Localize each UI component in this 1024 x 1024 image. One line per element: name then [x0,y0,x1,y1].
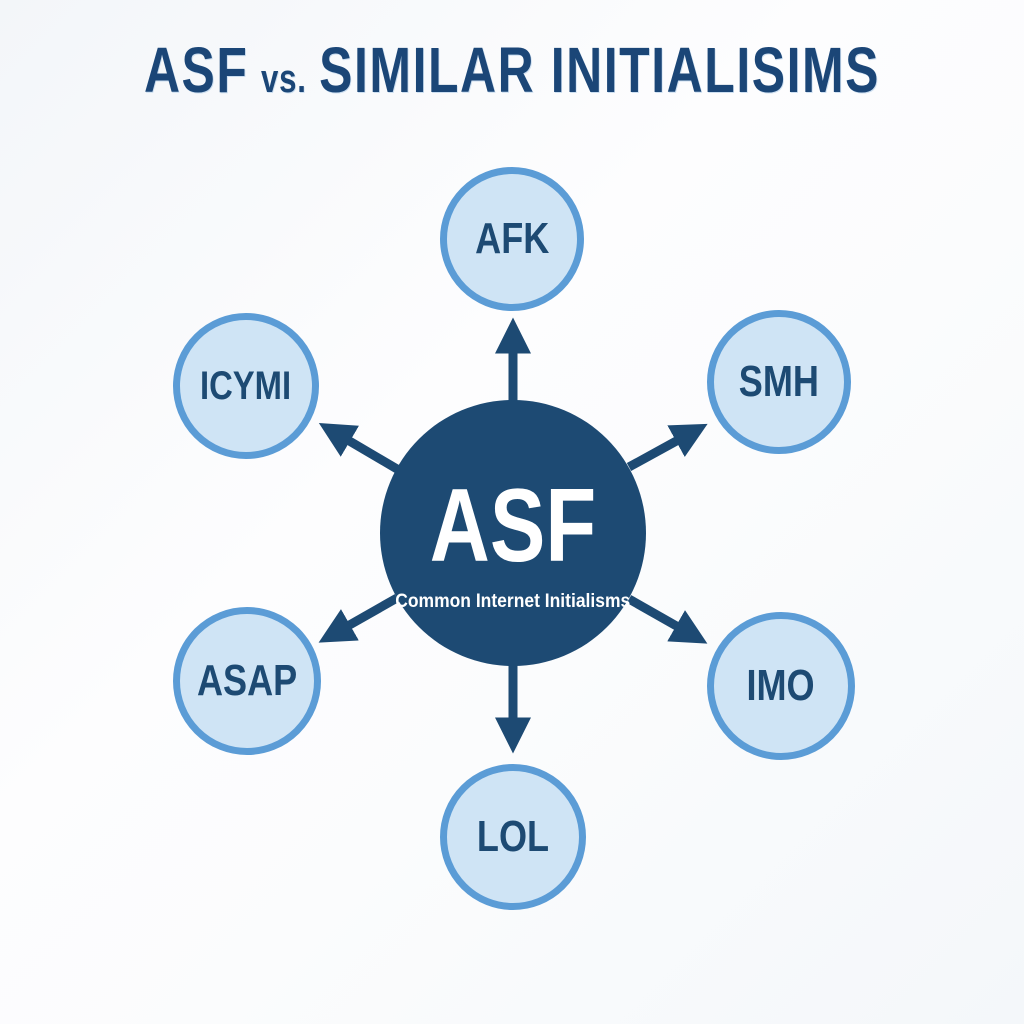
title-part-asf: ASF [143,34,249,106]
node-afk: AFK [440,167,584,311]
node-imo: IMO [707,612,855,760]
diagram-title: ASF vs. SIMILAR INITIALISIMS [113,38,912,102]
node-afk-label: AFK [474,214,550,263]
node-imo-label: IMO [746,661,816,710]
title-part-rest: SIMILAR INITIALISIMS [319,34,881,106]
node-smh: SMH [707,310,851,454]
node-lol-label: LOL [476,812,550,861]
center-hub: ASF Common Internet Initialisms [380,400,646,666]
node-asap-label: ASAP [196,656,298,705]
node-lol: LOL [440,764,586,910]
node-icymi-label: ICYMI [200,364,292,408]
arrow-to-imo [626,595,708,644]
node-icymi: ICYMI [173,313,319,459]
title-separator: vs. [260,57,307,101]
node-smh-label: SMH [738,357,820,406]
center-hub-label: ASF [429,467,597,584]
arrow-to-asap [318,594,400,643]
arrow-to-icymi [318,423,400,473]
arrow-to-smh [626,423,708,471]
center-hub-subtitle: Common Internet Initialisms [395,590,631,612]
node-asap: ASAP [173,607,321,755]
